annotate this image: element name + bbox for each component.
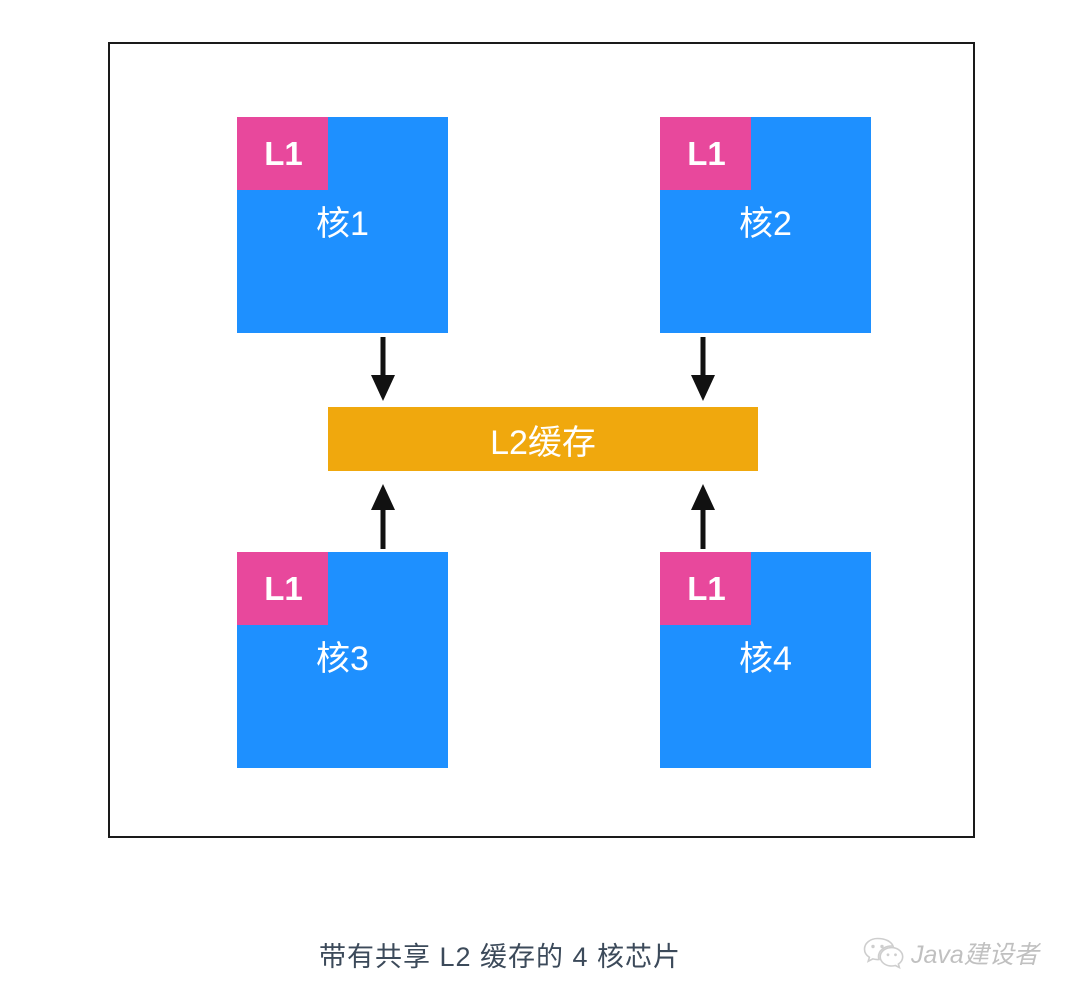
core-block-1: L1 核1 <box>237 117 448 333</box>
l1-cache-badge-core4: L1 <box>660 552 751 625</box>
arrow-up-icon-core3-to-l2 <box>368 481 398 549</box>
core-block-4: L1 核4 <box>660 552 871 768</box>
l1-cache-badge-core3: L1 <box>237 552 328 625</box>
core-block-2: L1 核2 <box>660 117 871 333</box>
core-block-3: L1 核3 <box>237 552 448 768</box>
l2-shared-cache-block: L2缓存 <box>328 407 758 471</box>
diagram-caption: 带有共享 L2 缓存的 4 核芯片 <box>318 942 682 972</box>
arrow-up-icon-core4-to-l2 <box>688 481 718 549</box>
l1-cache-badge-core1: L1 <box>237 117 328 190</box>
l2-cache-label: L2缓存 <box>490 423 596 462</box>
arrow-down-icon-core1-to-l2 <box>368 337 398 403</box>
l1-cache-badge-core2: L1 <box>660 117 751 190</box>
wechat-icon <box>862 935 904 971</box>
watermark-text: Java建设者 <box>911 941 1039 969</box>
core-label-1: 核1 <box>316 205 369 243</box>
arrow-down-icon-core2-to-l2 <box>688 337 718 403</box>
watermark: Java建设者 <box>862 935 1039 971</box>
core-label-2: 核2 <box>739 205 792 243</box>
core-label-4: 核4 <box>739 640 792 678</box>
core-label-3: 核3 <box>316 640 369 678</box>
